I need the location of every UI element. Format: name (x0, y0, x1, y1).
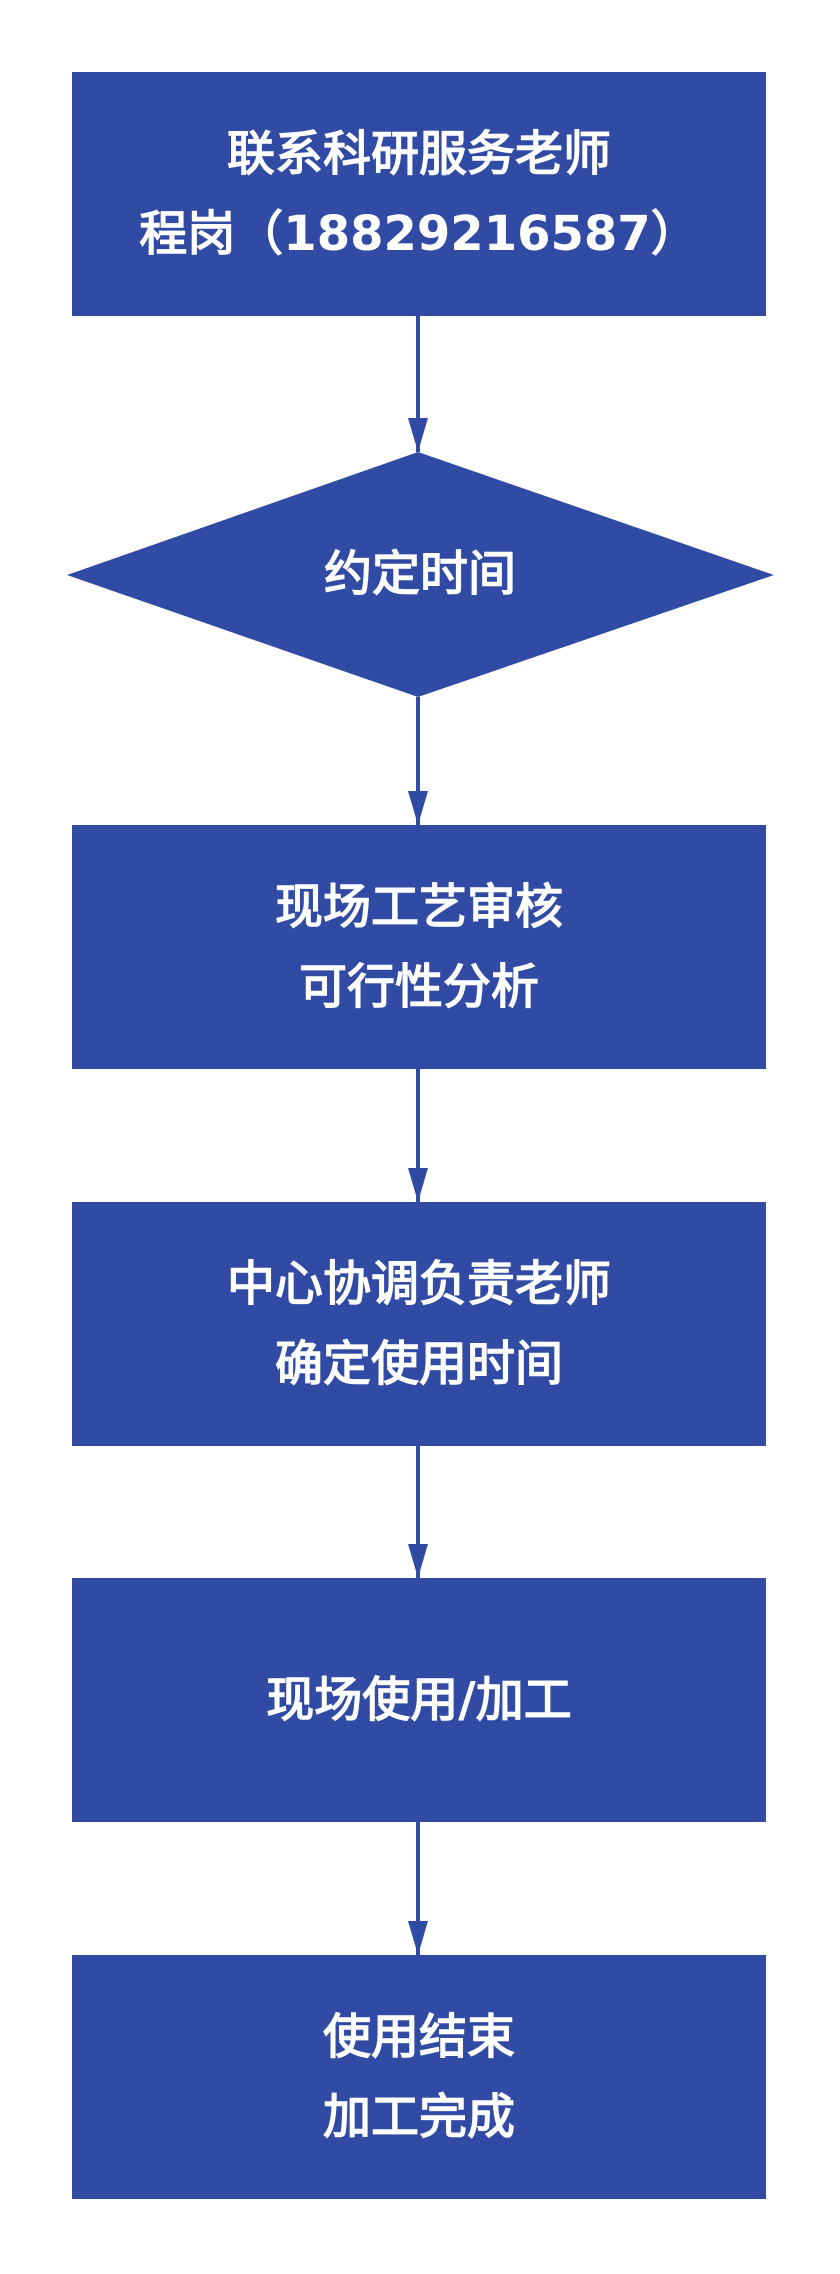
step-coordinate-time: 中心协调负责老师 确定使用时间 (72, 1202, 766, 1446)
step-complete: 使用结束 加工完成 (72, 1955, 766, 2199)
step-line: 现场使用/加工 (266, 1672, 572, 1728)
step-onsite-review: 现场工艺审核 可行性分析 (72, 825, 766, 1069)
step-onsite-use: 现场使用/加工 (72, 1578, 766, 1822)
arrowhead-1 (408, 418, 428, 452)
step-line: 使用结束 (322, 2009, 515, 2065)
step-contact-teacher: 联系科研服务老师 程岗（18829216587） (72, 72, 766, 316)
arrowhead-4 (408, 1544, 428, 1578)
decision-diamond (67, 452, 774, 697)
step-line: 可行性分析 (298, 959, 539, 1015)
step-line: 加工完成 (322, 2089, 515, 2145)
step-line: 中心协调负责老师 (226, 1256, 611, 1312)
step-line: 现场工艺审核 (274, 879, 563, 935)
arrowhead-3 (408, 1168, 428, 1202)
decision-label: 约定时间 (323, 546, 516, 602)
step-line: 确定使用时间 (274, 1336, 563, 1392)
step-line: 联系科研服务老师 (226, 126, 611, 182)
arrowhead-2 (408, 791, 428, 825)
step-line: 程岗（18829216587） (139, 206, 699, 262)
arrowhead-5 (408, 1921, 428, 1955)
